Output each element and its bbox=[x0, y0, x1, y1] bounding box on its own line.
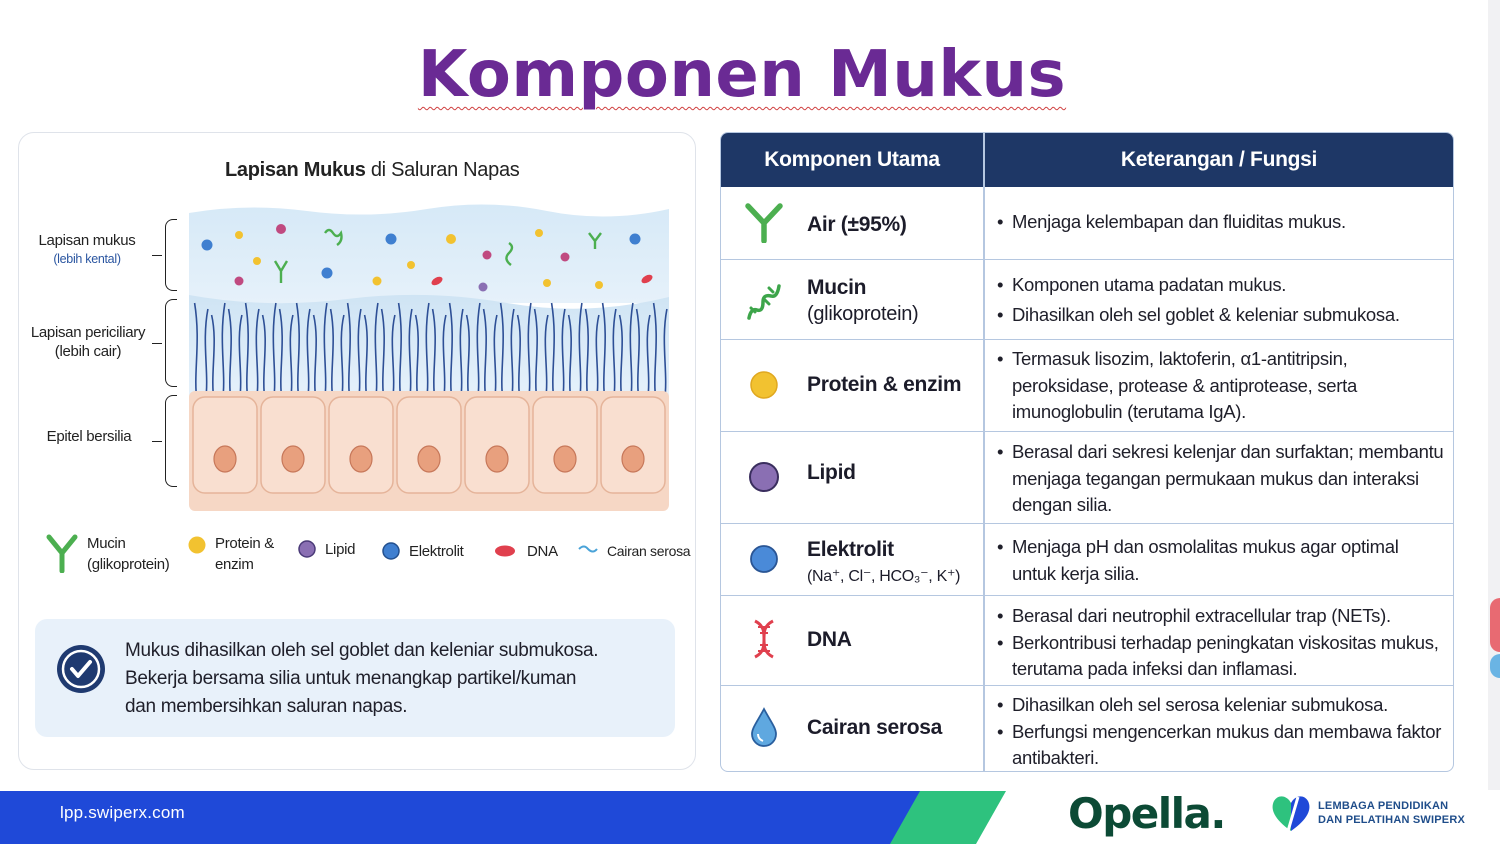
layer-label-epithelium: Epitel bersilia bbox=[46, 428, 132, 445]
legend-item-dna: DNA bbox=[493, 541, 558, 565]
component-name: Cairan serosa bbox=[807, 716, 943, 739]
epithelial-cell bbox=[464, 396, 530, 494]
scrollbar[interactable] bbox=[1488, 0, 1500, 790]
table-row-serous: Cairan serosa Dihasilkan oleh sel serosa… bbox=[721, 685, 1453, 771]
legend-item-electrolyte: Elektrolit bbox=[381, 541, 464, 565]
component-desc: Menjaga pH dan osmolalitas mukus agar op… bbox=[997, 534, 1447, 587]
cell-nucleus bbox=[417, 445, 441, 473]
side-tab-blue[interactable] bbox=[1490, 654, 1500, 678]
header-description: Keterangan / Fungsi bbox=[1120, 148, 1318, 171]
summary-text: Mukus dihasilkan oleh sel goblet dan kel… bbox=[125, 640, 599, 717]
water-y-icon bbox=[745, 203, 783, 243]
check-icon bbox=[57, 645, 105, 693]
epithelial-cell bbox=[600, 396, 666, 494]
component-desc: Komponen utama padatan mukus. Dihasilkan… bbox=[997, 272, 1447, 328]
legend-item-serous: Cairan serosa bbox=[577, 541, 691, 565]
bracket-epithelium bbox=[152, 395, 177, 487]
diagram-title: Lapisan Mukus di Saluran Napas bbox=[225, 159, 520, 181]
table-row-protein: Protein & enzim Termasuk lisozim, laktof… bbox=[721, 339, 1453, 431]
component-name: Lipid bbox=[807, 461, 856, 484]
cell-nucleus bbox=[349, 445, 373, 473]
org-name: LEMBAGA PENDIDIKAN DAN PELATIHAN SWIPERX bbox=[1318, 800, 1466, 826]
legend-item-protein: Protein &enzim bbox=[187, 533, 274, 575]
mucus-layer bbox=[189, 204, 669, 303]
component-name: Elektrolit (Na⁺, Cl⁻, HCO₃⁻, K⁺) bbox=[807, 538, 961, 585]
legend-item-mucin: Mucin(glikoprotein) bbox=[45, 533, 170, 575]
cell-nucleus bbox=[281, 445, 305, 473]
component-desc: Dihasilkan oleh sel serosa keleniar subm… bbox=[997, 692, 1447, 771]
table-row-lipid: Lipid Berasal dari sekresi kelenjar dan … bbox=[721, 431, 1453, 523]
table-row-electrolyte: Elektrolit (Na⁺, Cl⁻, HCO₃⁻, K⁺) Menjaga… bbox=[721, 523, 1453, 595]
layer-label-periciliary: Lapisan periciliary (lebih cair) bbox=[30, 324, 146, 360]
mucin-y-icon bbox=[46, 534, 78, 573]
mucin-strand-icon bbox=[747, 284, 781, 320]
cell-nucleus bbox=[213, 445, 237, 473]
footer: lpp.swiperx.com Opella. LEMBAGA PENDIDIK… bbox=[0, 791, 1500, 844]
header-component: Komponen Utama bbox=[764, 148, 940, 171]
component-desc: Berasal dari sekresi kelenjar dan surfak… bbox=[997, 439, 1447, 519]
bracket-mucus bbox=[152, 219, 177, 291]
layer-label-mucus: Lapisan mukus (lebih kental) bbox=[38, 232, 136, 266]
component-name: Air (±95%) bbox=[807, 213, 907, 236]
electrolyte-circle-icon bbox=[750, 545, 778, 573]
lipid-circle-icon bbox=[749, 462, 779, 492]
epithelial-cell bbox=[532, 396, 598, 494]
serous-wave-icon bbox=[578, 545, 598, 553]
footer-band bbox=[0, 791, 1006, 844]
protein-circle-icon bbox=[750, 371, 778, 399]
table-row-air: Air (±95%) Menjaga kelembapan dan fluidi… bbox=[721, 187, 1453, 259]
epithelial-cell bbox=[396, 396, 462, 494]
footer-url[interactable]: lpp.swiperx.com bbox=[60, 803, 185, 822]
opella-logo: Opella. bbox=[1068, 791, 1226, 838]
mucus-layer-panel: Lapisan Mukus di Saluran Napas Lapisan m… bbox=[18, 132, 696, 770]
cell-nucleus bbox=[485, 445, 509, 473]
lipid-dot-icon bbox=[298, 540, 316, 558]
page-title: Komponen Mukus bbox=[417, 38, 1067, 112]
component-desc: Berasal dari neutrophil extracellular tr… bbox=[997, 603, 1447, 683]
component-name: Protein & enzim bbox=[807, 373, 962, 396]
mucus-particles bbox=[201, 224, 653, 292]
legend-item-lipid: Lipid bbox=[297, 539, 356, 563]
table-row-mucin: Mucin (glikoprotein) Komponen utama pada… bbox=[721, 259, 1453, 339]
components-table: Komponen Utama Keterangan / Fungsi Air (… bbox=[720, 132, 1454, 772]
column-divider bbox=[983, 133, 985, 771]
cell-nucleus bbox=[553, 445, 577, 473]
epithelial-cell bbox=[192, 396, 258, 494]
side-tab-red[interactable] bbox=[1490, 598, 1500, 652]
epithelial-cell bbox=[328, 396, 394, 494]
epithelial-cell bbox=[260, 396, 326, 494]
component-desc: Menjaga kelembapan dan fluiditas mukus. bbox=[997, 209, 1447, 236]
table-header: Komponen Utama Keterangan / Fungsi bbox=[721, 133, 1453, 187]
protein-dot-icon bbox=[188, 536, 206, 554]
cell-nucleus bbox=[621, 445, 645, 473]
component-desc: Termasuk lisozim, laktoferin, α1-antitri… bbox=[997, 346, 1447, 426]
component-name: Mucin (glikoprotein) bbox=[807, 276, 919, 325]
legend: Mucin(glikoprotein) Protein &enzim Lipid… bbox=[45, 533, 695, 593]
swiperx-heart-logo bbox=[1272, 796, 1310, 832]
water-drop-icon bbox=[751, 707, 777, 747]
dna-oval-icon bbox=[495, 545, 515, 557]
epithelial-cells bbox=[192, 396, 666, 494]
dna-helix-icon bbox=[754, 619, 774, 659]
airway-mucus-illustration bbox=[189, 204, 669, 511]
component-name: DNA bbox=[807, 628, 852, 651]
summary-note: Mukus dihasilkan oleh sel goblet dan kel… bbox=[35, 619, 675, 737]
table-row-dna: DNA Berasal dari neutrophil extracellula… bbox=[721, 595, 1453, 685]
bracket-periciliary bbox=[152, 299, 177, 387]
electrolyte-dot-icon bbox=[382, 542, 400, 560]
